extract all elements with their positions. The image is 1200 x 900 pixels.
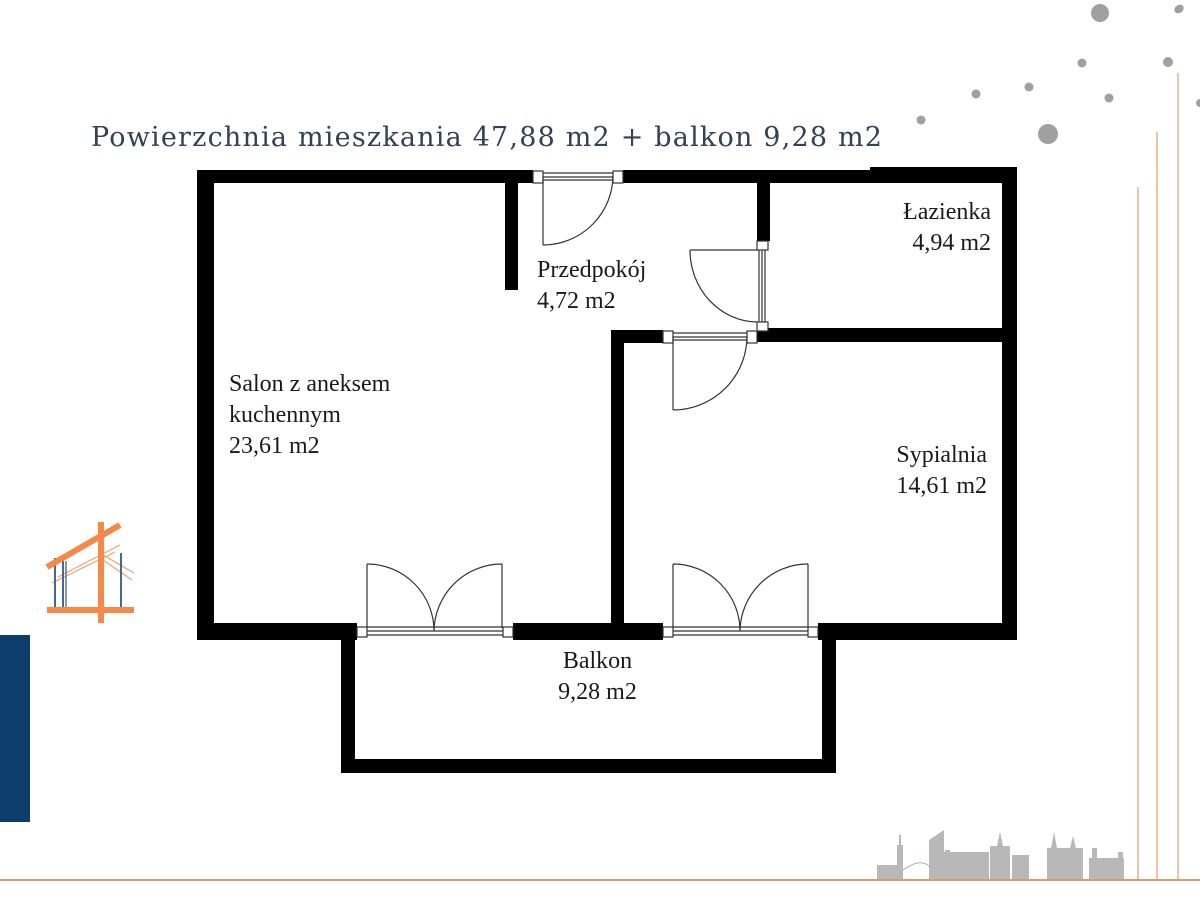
room-label-przedpokoj: Przedpokój 4,72 m2 [537, 255, 646, 317]
room-area: 4,94 m2 [912, 230, 991, 256]
floor-plan-walls [197, 167, 1017, 773]
page-title: Powierzchnia mieszkania 47,88 m2 + balko… [91, 122, 884, 153]
house-frame-logo-icon [45, 522, 135, 623]
bottom-accent-line [0, 879, 1200, 881]
floor-plan-doors [356, 170, 819, 638]
bathroom-door-icon [689, 240, 769, 332]
room-name: Przedpokój [537, 257, 647, 283]
bedroom-balcony-door-icon [662, 563, 819, 638]
room-area: 4,72 m2 [537, 288, 616, 314]
room-area: 14,61 m2 [896, 473, 987, 499]
city-skyline-icon [877, 830, 1124, 879]
room-name-line2: kuchennym [229, 402, 341, 428]
room-name: Sypialnia [896, 442, 987, 468]
room-label-balkon: Balkon 9,28 m2 [530, 646, 665, 708]
room-name: Balkon [562, 648, 633, 674]
room-label-sypialnia: Sypialnia 14,61 m2 [850, 440, 987, 502]
room-area: 23,61 m2 [229, 433, 320, 459]
room-label-salon: Salon z aneksem kuchennym 23,61 m2 [229, 369, 390, 462]
bedroom-door-icon [662, 330, 758, 411]
salon-balcony-door-icon [356, 563, 514, 638]
room-name-line1: Salon z aneksem [229, 371, 391, 397]
entry-door-icon [532, 170, 624, 246]
room-label-lazienka: Łazienka 4,94 m2 [860, 197, 991, 259]
brand-blue-bar [0, 635, 30, 822]
room-area: 9,28 m2 [558, 679, 637, 705]
scattered-dots-decoration [916, 4, 1200, 144]
room-name: Łazienka [903, 199, 991, 225]
vertical-accent-lines [1137, 73, 1179, 880]
